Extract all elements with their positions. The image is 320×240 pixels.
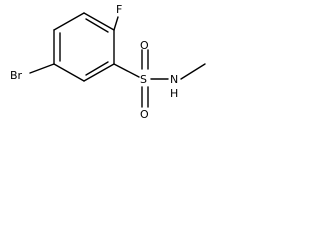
ring-bond-c3-c4 bbox=[83, 63, 115, 82]
bond-ring-to-sulfur bbox=[113, 63, 140, 78]
fluorine-atom-label: F bbox=[116, 3, 122, 16]
benzene-ring bbox=[53, 12, 115, 82]
oxygen-bottom-atom-label: O bbox=[140, 108, 149, 121]
sulfur-atom-label: S bbox=[140, 73, 147, 86]
bond-ring-to-fluorine bbox=[113, 16, 119, 31]
ring-bond-c4-c5 bbox=[53, 63, 85, 82]
ring-bond-c6-c1 bbox=[53, 12, 85, 31]
nitrogen-atom-label: N bbox=[170, 73, 178, 86]
ring-double-bond-inner-right bbox=[85, 61, 109, 76]
ring-double-bond-inner-top bbox=[85, 18, 109, 33]
bond-nitrogen-to-methyl bbox=[180, 63, 206, 80]
ring-bond-c1-c2 bbox=[83, 12, 115, 31]
oxygen-top-atom-label: O bbox=[140, 39, 149, 52]
hydrogen-atom-label: H bbox=[170, 87, 178, 100]
bromine-atom-label: Br bbox=[10, 69, 23, 82]
bond-ring-to-bromine bbox=[29, 63, 55, 74]
chemical-structure-diagram: F Br S O O N H bbox=[10, 3, 206, 121]
